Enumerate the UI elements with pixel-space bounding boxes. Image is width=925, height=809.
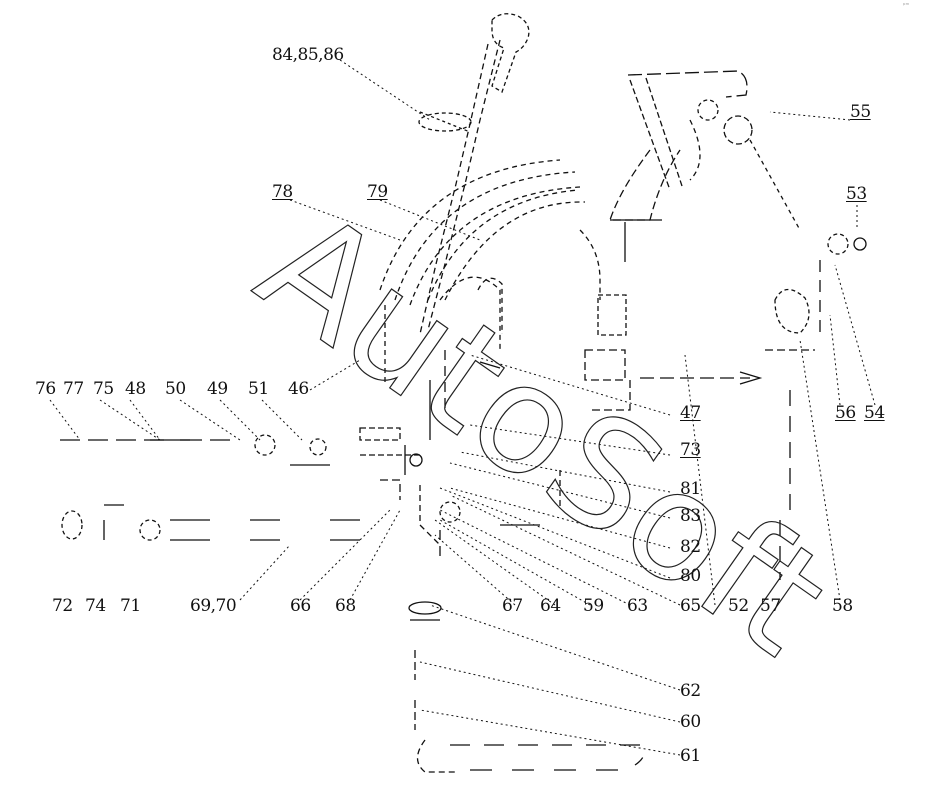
callout-67: 67	[502, 596, 523, 616]
callout-61: 61	[680, 746, 701, 766]
shift-mechanism	[359, 350, 561, 560]
bottom-lever	[408, 601, 645, 773]
callout-59: 59	[583, 596, 604, 616]
callout-49: 49	[207, 379, 228, 399]
callout-72: 72	[52, 596, 73, 616]
callout-53: 53	[846, 184, 867, 204]
callout-56: 56	[835, 403, 856, 423]
callout-66: 66	[290, 596, 311, 616]
callout-64: 64	[540, 596, 561, 616]
callout-46: 46	[288, 379, 309, 399]
rod-assembly	[379, 159, 586, 385]
pedal-assembly	[609, 70, 801, 262]
callout-55: 55	[850, 102, 871, 122]
callout-82: 82	[680, 537, 701, 557]
callout-60: 60	[680, 712, 701, 732]
callout-51: 51	[248, 379, 269, 399]
callout-75: 75	[93, 379, 114, 399]
callout-65: 65	[680, 596, 701, 616]
callout-47: 47	[680, 403, 701, 423]
callout-57: 57	[760, 596, 781, 616]
corner-mark: ᵖᵐ	[903, 2, 910, 9]
linkage-bracket	[579, 229, 867, 580]
callout-74: 74	[85, 596, 106, 616]
callout-58: 58	[832, 596, 853, 616]
callout-77: 77	[63, 379, 84, 399]
gear-lever	[418, 13, 530, 335]
callout-69-70: 69,70	[190, 596, 237, 616]
callout-83: 83	[680, 506, 701, 526]
callout-79: 79	[367, 182, 388, 202]
callout-76: 76	[35, 379, 56, 399]
callout-68: 68	[335, 596, 356, 616]
callout-62: 62	[680, 681, 701, 701]
callout-63: 63	[627, 596, 648, 616]
callout-50: 50	[165, 379, 186, 399]
callout-71: 71	[120, 596, 141, 616]
callout-84-85-86: 84,85,86	[272, 45, 344, 65]
callout-81: 81	[680, 479, 701, 499]
callout-78: 78	[272, 182, 293, 202]
callout-80: 80	[680, 566, 701, 586]
callout-52: 52	[728, 596, 749, 616]
callout-48: 48	[125, 379, 146, 399]
callout-54: 54	[864, 403, 885, 423]
leader-lines	[49, 59, 876, 756]
callout-73: 73	[680, 440, 701, 460]
left-shaft	[60, 434, 360, 541]
